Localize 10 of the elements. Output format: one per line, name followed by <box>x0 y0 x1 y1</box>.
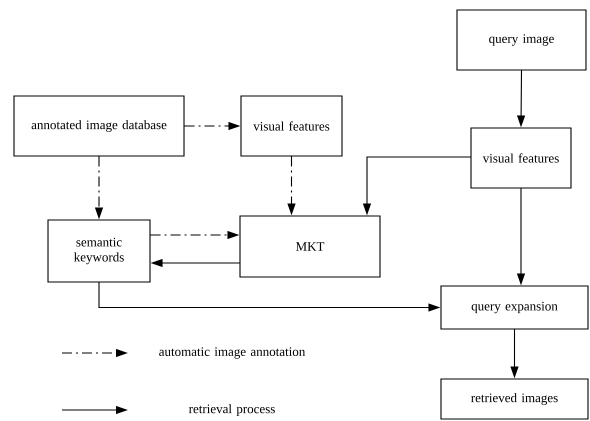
process-box: query image <box>456 9 587 71</box>
process-box: semantic keywords <box>47 219 151 283</box>
process-box: visual features <box>470 127 572 189</box>
process-box: retrieved images <box>440 378 589 420</box>
process-box: annotated image database <box>13 95 185 157</box>
legend-text: automatic image annotation <box>159 347 306 359</box>
process-box: query expansion <box>440 285 589 330</box>
legend-text: retrieval process <box>188 404 275 416</box>
process-box: visual features <box>240 95 343 157</box>
process-box: MKT <box>239 215 381 278</box>
